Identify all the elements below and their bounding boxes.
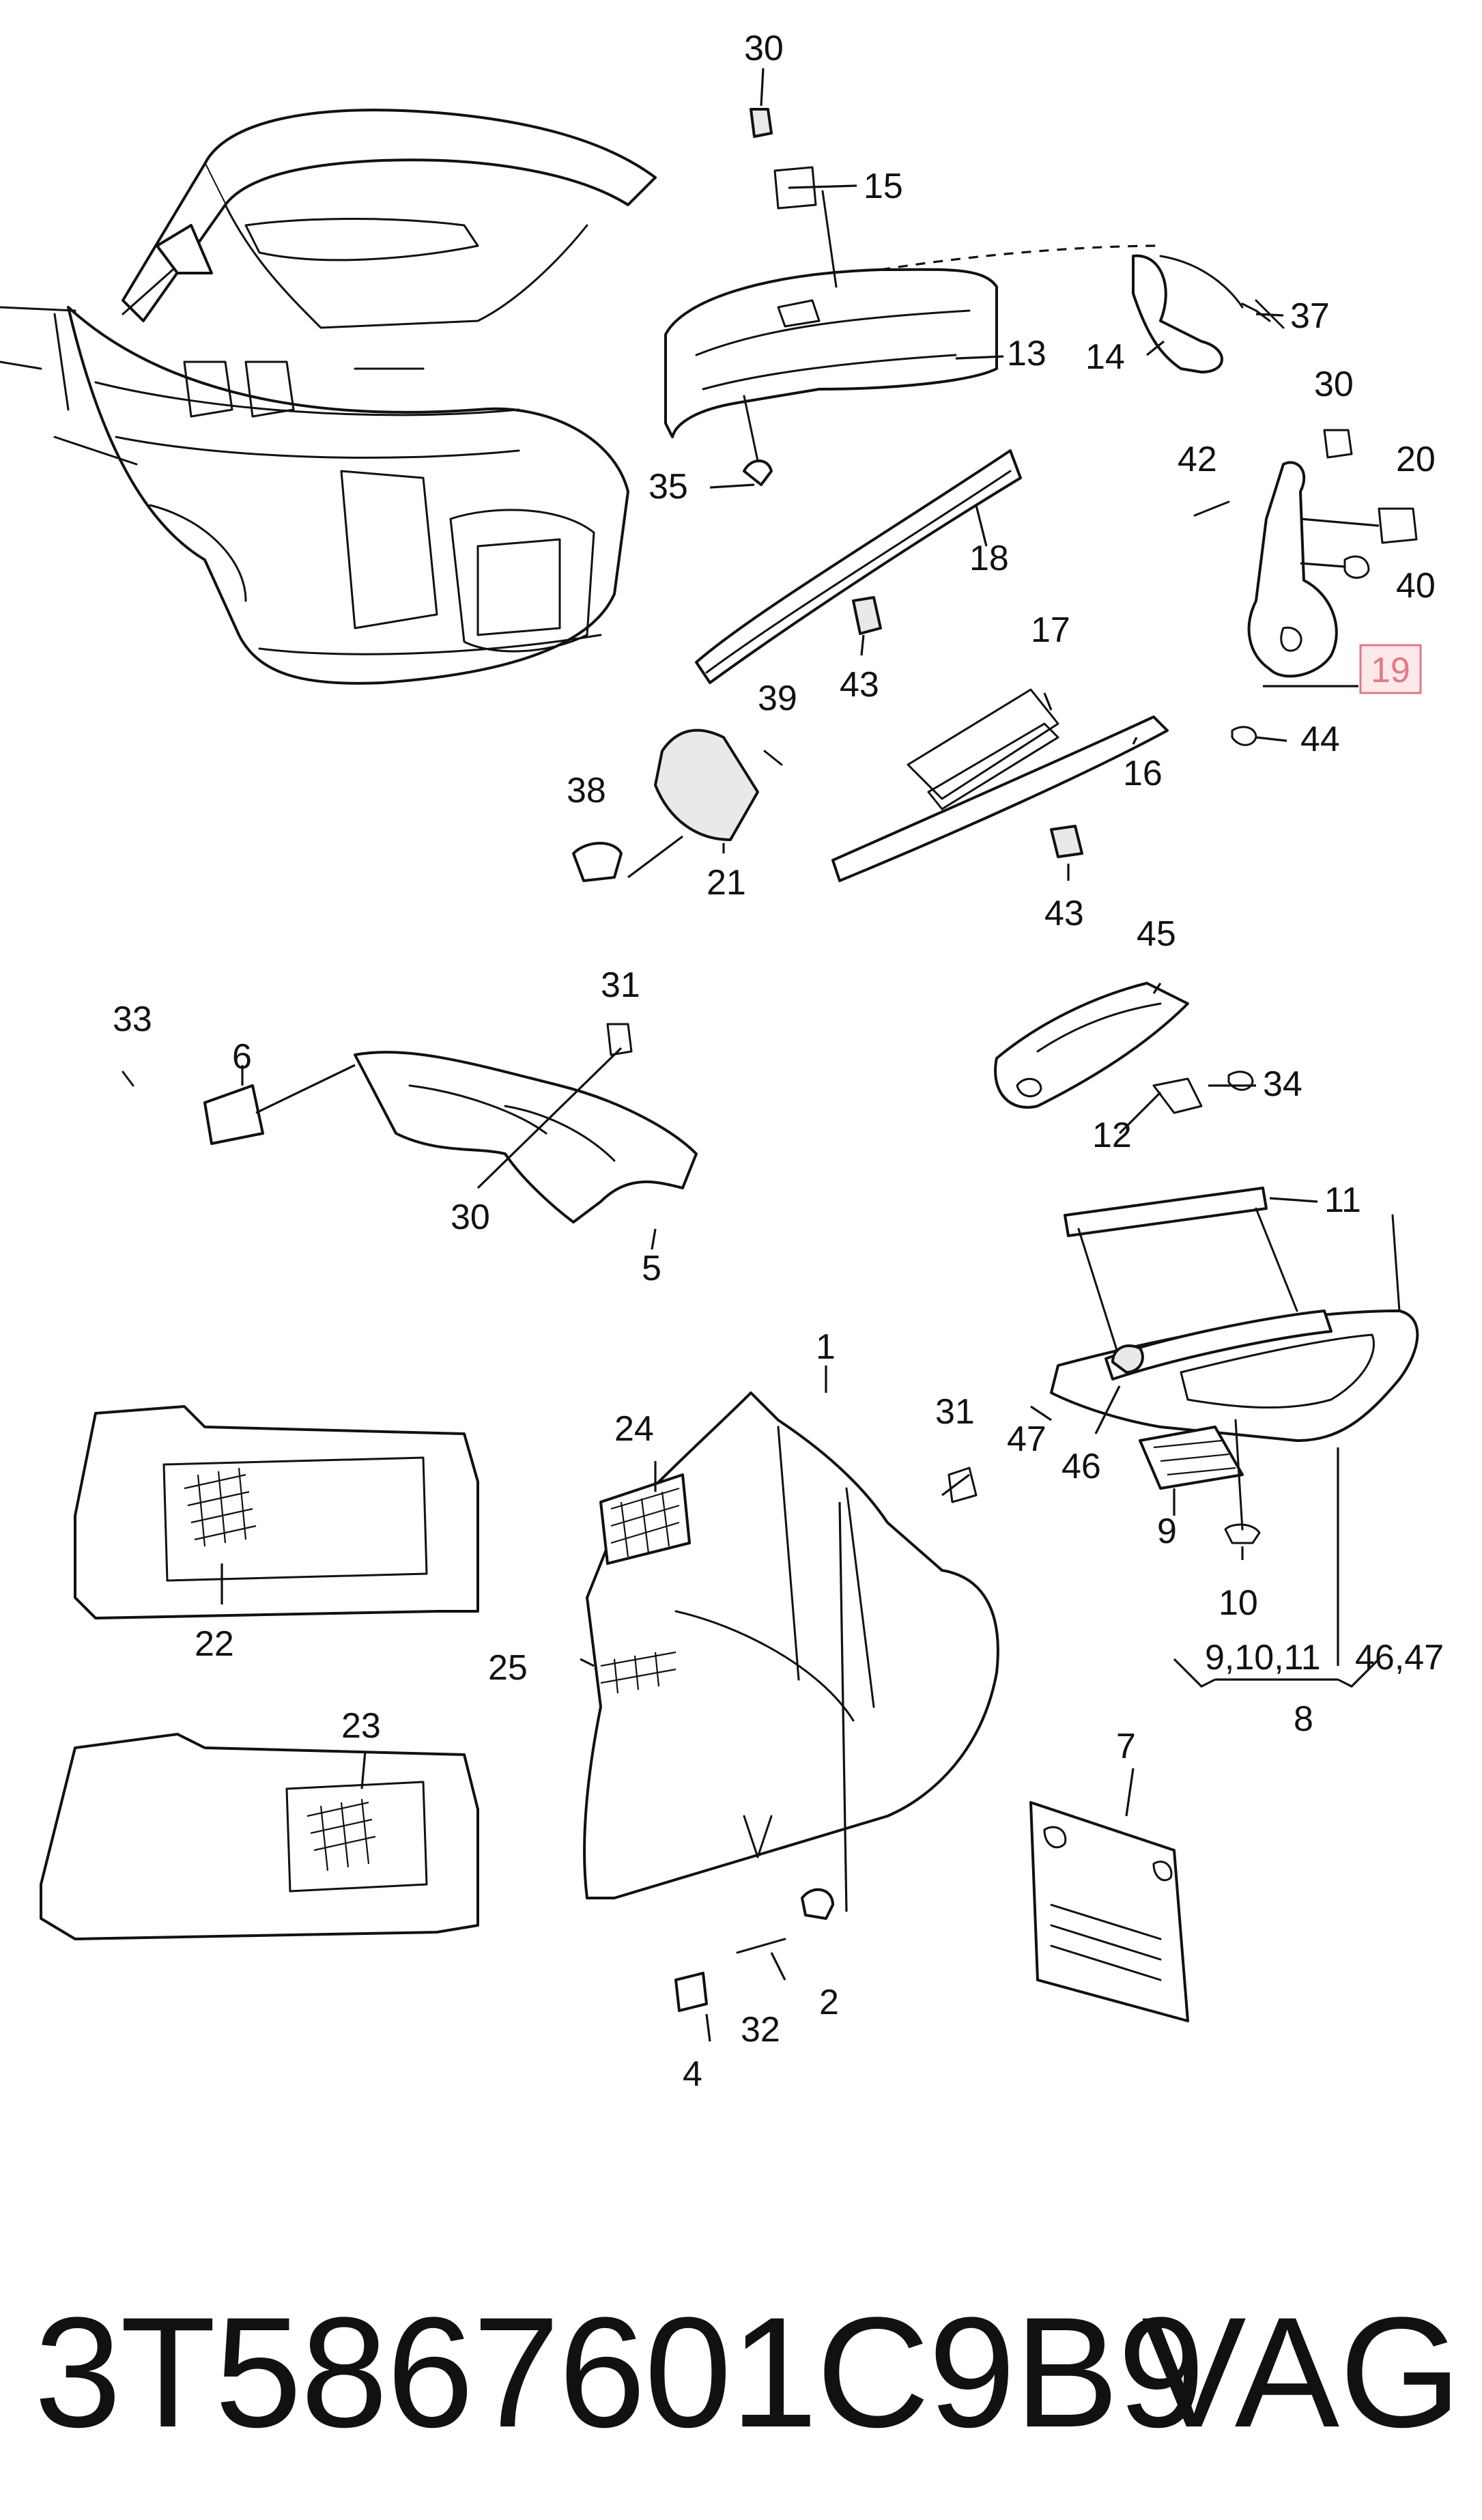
part-8-parcel-shelf [1050,1187,1419,1688]
callout-labels: 30 15 13 14 37 35 18 43 17 16 43 39 38 2… [113,29,1444,2094]
leader-lines [220,68,1358,2042]
callout-6: 6 [232,1037,252,1077]
callout-15: 15 [864,167,903,206]
callout-33: 33 [113,1000,152,1039]
part-7-panel [1029,1801,1189,2022]
part-45-12-34 [994,982,1254,1114]
callout-44: 44 [1300,720,1340,759]
callout-34: 34 [1263,1064,1302,1104]
callout-43b: 43 [1044,894,1084,933]
callout-20: 20 [1396,440,1436,479]
part-13-lid-trim [664,108,1161,486]
callout-30b: 30 [1314,365,1354,404]
callout-8: 8 [1294,1699,1313,1739]
callout-21: 21 [707,863,746,903]
brand-name: VAG [1141,2284,1462,2460]
callout-11: 11 [1324,1180,1361,1220]
part-number: 3T5867601C9B9 [34,2284,1205,2460]
callout-35: 35 [649,467,688,507]
callout-42: 42 [1178,440,1217,479]
part-23-panel [40,1733,479,1940]
highlight-box-19 [1359,644,1422,694]
callout-37: 37 [1290,296,1330,336]
callout-10: 10 [1219,1583,1258,1623]
callout-5: 5 [642,1249,661,1288]
callout-32: 32 [741,2010,780,2050]
callout-17: 17 [1031,610,1070,650]
part-21-bracket [572,728,783,882]
callout-22: 22 [195,1624,234,1664]
callout-46: 46 [1061,1447,1101,1486]
part-5-6-bracket [122,1023,698,1223]
callout-12: 12 [1092,1116,1132,1155]
callout-45: 45 [1137,914,1176,954]
callout-8-left: 9,10,11 [1205,1638,1321,1677]
callout-9: 9 [1157,1512,1177,1551]
part-18-trim-strip [695,449,1022,684]
callout-19: 19 [1371,651,1410,690]
callout-31b: 31 [935,1392,975,1432]
callout-2: 2 [819,1983,839,2022]
callout-38: 38 [567,771,606,810]
callout-43a: 43 [840,665,879,705]
callout-14: 14 [1085,337,1125,377]
part-1-main-trim [583,1391,999,2012]
callout-24: 24 [614,1409,654,1449]
callout-39: 39 [758,679,797,718]
callout-30c: 30 [451,1198,490,1237]
callout-31a: 31 [601,965,640,1005]
callout-7: 7 [1116,1727,1136,1766]
callout-18: 18 [969,539,1009,578]
part-19-bracket-group [1193,429,1418,746]
callout-30a: 30 [744,29,784,68]
part-16-17-tray [831,688,1169,882]
part-22-panel [74,1405,479,1619]
callout-16: 16 [1123,754,1163,793]
callout-25: 25 [488,1648,528,1688]
callout-40: 40 [1396,566,1436,606]
callout-8-right: 46,47 [1355,1638,1444,1677]
part-14-cover [1132,254,1285,373]
callout-13: 13 [1007,334,1046,373]
callout-1: 1 [816,1327,836,1367]
callout-47: 47 [1007,1419,1046,1459]
callout-23: 23 [341,1706,381,1746]
callout-4: 4 [683,2054,702,2094]
vehicle-rear-overview [0,109,657,685]
